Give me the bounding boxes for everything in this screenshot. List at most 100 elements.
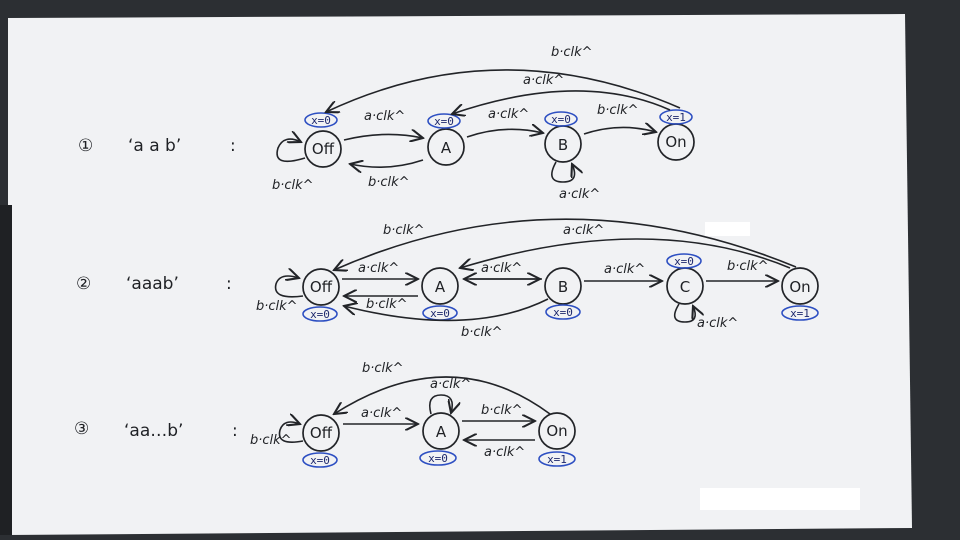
marker-tray bbox=[0, 205, 12, 535]
row-number: ② bbox=[76, 274, 91, 294]
state-on-label: On bbox=[665, 133, 686, 151]
output-oval bbox=[427, 113, 461, 129]
whiteboard-surface bbox=[8, 14, 912, 535]
transition-label: a·clk^ bbox=[484, 445, 525, 460]
output-oval bbox=[781, 305, 819, 321]
transition-label: b·clk^ bbox=[597, 103, 639, 118]
transition-label: b·clk^ bbox=[250, 433, 292, 448]
output-oval bbox=[302, 452, 338, 468]
state-on-circle bbox=[538, 412, 576, 450]
transition-label: b·clk^ bbox=[481, 403, 523, 418]
transition-arrow bbox=[466, 129, 543, 138]
transition-label: b·clk^ bbox=[383, 223, 425, 238]
state-a-label: A bbox=[436, 423, 447, 441]
transition-arrow bbox=[583, 127, 656, 134]
transition-label: a·clk^ bbox=[559, 187, 600, 202]
state-b-label: B bbox=[558, 136, 568, 154]
row-colon: : bbox=[226, 274, 232, 294]
transition-label: a·clk^ bbox=[697, 316, 738, 331]
output-oval bbox=[666, 253, 702, 269]
output-oval bbox=[538, 451, 576, 467]
output-label: x=0 bbox=[551, 113, 571, 126]
self-loop-arrow bbox=[428, 394, 453, 414]
state-b-circle bbox=[544, 267, 582, 305]
transition-label: a·clk^ bbox=[523, 73, 564, 88]
output-label: x=0 bbox=[434, 115, 454, 128]
transition-arrow bbox=[334, 218, 797, 270]
transition-label: b·clk^ bbox=[368, 175, 410, 190]
state-off-label: Off bbox=[310, 424, 333, 442]
self-loop-arrow bbox=[673, 303, 696, 323]
row-number: ① bbox=[78, 136, 93, 156]
state-off-circle bbox=[302, 414, 340, 452]
self-loop-arrow bbox=[276, 139, 306, 163]
output-label: x=1 bbox=[547, 453, 567, 466]
output-oval bbox=[304, 112, 338, 128]
output-label: x=0 bbox=[428, 452, 448, 465]
output-label: x=0 bbox=[430, 307, 450, 320]
transition-arrow bbox=[334, 376, 551, 414]
row-pattern: ‘aa…b’ bbox=[124, 421, 183, 441]
state-off-label: Off bbox=[310, 278, 333, 296]
transition-arrow bbox=[326, 69, 681, 112]
state-a-label: A bbox=[435, 278, 446, 296]
state-a-circle bbox=[427, 128, 465, 166]
transition-label: b·clk^ bbox=[362, 361, 404, 376]
diagram-row-3: ③ ‘aa…b’ : Off x=0 A x=0 On x=1 a·clk^ b… bbox=[74, 361, 576, 468]
redaction-patch bbox=[700, 488, 860, 510]
transition-label: a·clk^ bbox=[563, 223, 604, 238]
self-loop-arrow bbox=[551, 161, 575, 183]
transition-arrow bbox=[452, 90, 671, 114]
transition-arrow bbox=[343, 134, 423, 140]
state-off-circle bbox=[304, 130, 342, 168]
transition-label: a·clk^ bbox=[364, 109, 405, 124]
output-oval bbox=[419, 450, 457, 466]
state-off-label: Off bbox=[312, 140, 335, 158]
transition-label: a·clk^ bbox=[488, 107, 529, 122]
output-label: x=0 bbox=[311, 114, 331, 127]
transition-label: a·clk^ bbox=[430, 377, 471, 392]
row-colon: : bbox=[230, 136, 236, 156]
transition-label: a·clk^ bbox=[358, 261, 399, 276]
transition-label: b·clk^ bbox=[256, 299, 298, 314]
transition-arrow bbox=[350, 159, 424, 167]
transition-label: b·clk^ bbox=[272, 178, 314, 193]
output-label: x=1 bbox=[790, 307, 810, 320]
diagram-row-2: ② ‘aaab’ : Off x=0 A x=0 B x=0 C x=0 On … bbox=[76, 218, 819, 340]
state-a-circle bbox=[421, 267, 459, 305]
self-loop-arrow bbox=[274, 276, 304, 298]
row-number: ③ bbox=[74, 419, 89, 439]
transition-label: b·clk^ bbox=[551, 45, 593, 60]
output-label: x=0 bbox=[674, 255, 694, 268]
redaction-patch bbox=[705, 222, 750, 236]
output-label: x=0 bbox=[310, 308, 330, 321]
diagram-row-1: ① ‘a a b’ : Off x=0 A x=0 B x=0 On x=1 a… bbox=[78, 45, 695, 202]
output-oval bbox=[544, 111, 578, 127]
output-label: x=0 bbox=[553, 306, 573, 319]
transition-label: b·clk^ bbox=[727, 259, 769, 274]
transition-label: a·clk^ bbox=[361, 406, 402, 421]
row-colon: : bbox=[232, 421, 238, 441]
output-oval bbox=[545, 304, 581, 320]
row-pattern: ‘aaab’ bbox=[126, 274, 179, 294]
transition-label: a·clk^ bbox=[604, 262, 645, 277]
self-loop-arrow bbox=[278, 422, 304, 443]
state-on-circle bbox=[781, 267, 819, 305]
output-label: x=1 bbox=[666, 111, 686, 124]
transition-arrow bbox=[344, 298, 549, 322]
state-b-label: B bbox=[558, 278, 568, 296]
transition-arrow bbox=[460, 238, 791, 268]
output-oval bbox=[659, 109, 693, 125]
state-off-circle bbox=[302, 268, 340, 306]
output-oval bbox=[302, 306, 338, 322]
state-c-label: C bbox=[680, 278, 690, 296]
output-label: x=0 bbox=[310, 454, 330, 467]
row-pattern: ‘a a b’ bbox=[128, 136, 181, 156]
state-a-label: A bbox=[441, 139, 452, 157]
state-on-label: On bbox=[789, 278, 810, 296]
state-on-label: On bbox=[546, 422, 567, 440]
state-a-circle bbox=[422, 412, 460, 450]
transition-label: b·clk^ bbox=[461, 325, 503, 340]
transition-label: b·clk^ bbox=[366, 297, 408, 312]
